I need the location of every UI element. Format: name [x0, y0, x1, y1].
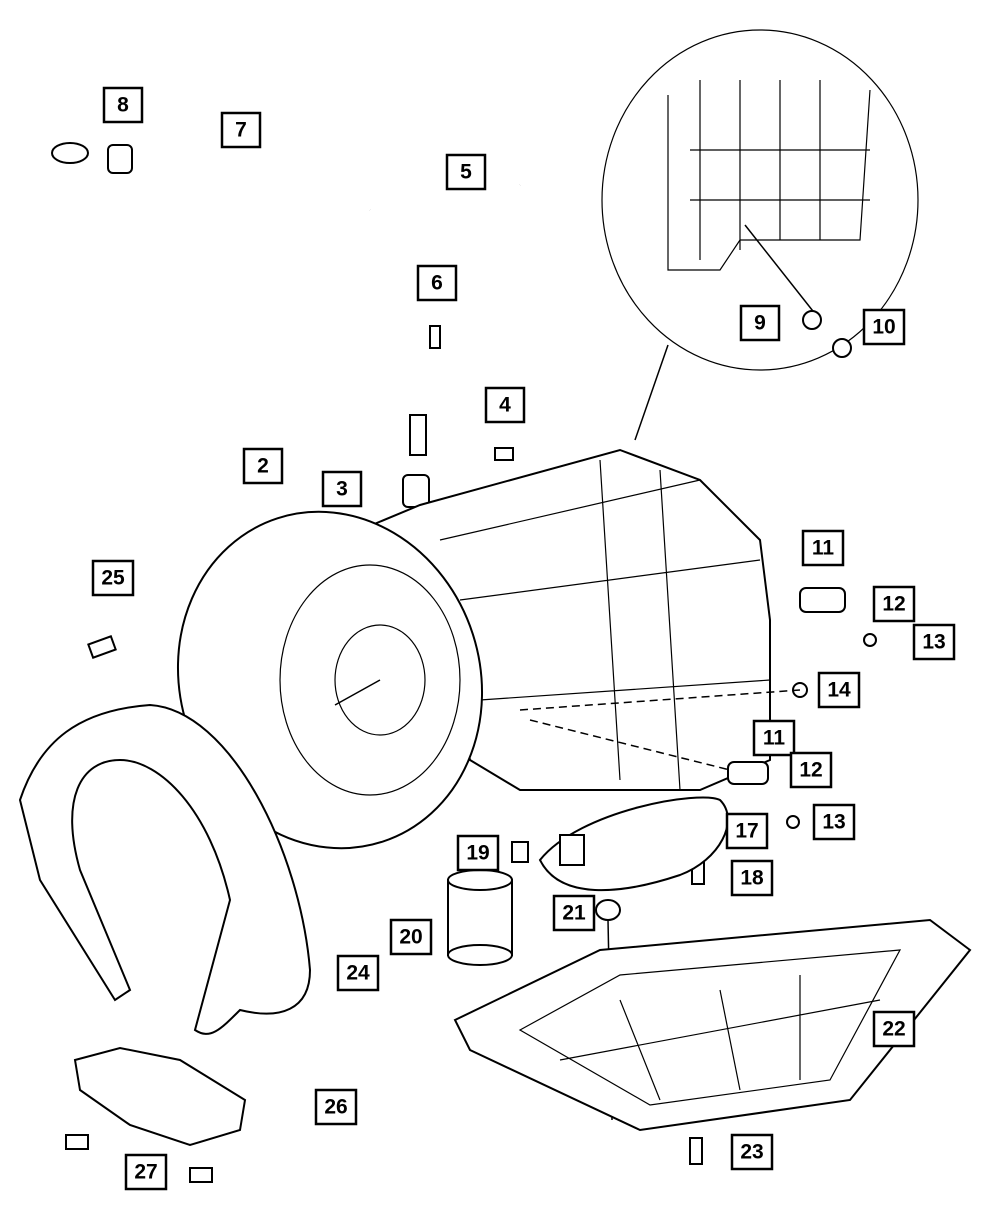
filter-gasket: [538, 796, 729, 892]
callout-5: 5: [445, 153, 487, 191]
callout-17: 17: [725, 812, 769, 850]
svg-text:6: 6: [431, 272, 443, 295]
callout-10: 10: [862, 308, 906, 346]
vent-hose: [369, 184, 521, 237]
dust-cover: [18, 703, 312, 1035]
svg-text:7: 7: [235, 119, 247, 142]
svg-text:21: 21: [562, 902, 586, 925]
svg-text:10: 10: [872, 316, 895, 339]
svg-text:9: 9: [754, 312, 766, 335]
dipstick-assembly: [51, 141, 427, 456]
svg-text:25: 25: [101, 567, 125, 590]
callout-24: 24: [336, 954, 380, 992]
speed-sensor-lower: [727, 761, 769, 785]
callout-14: 14: [817, 671, 861, 709]
svg-text:24: 24: [346, 962, 370, 985]
svg-text:13: 13: [822, 811, 845, 834]
callout-18: 18: [730, 859, 774, 897]
callout-21: 21: [552, 894, 596, 932]
callout-23: 23: [730, 1133, 774, 1171]
callout-11-lower: 11: [752, 719, 796, 757]
callout-11-upper: 11: [801, 529, 845, 567]
svg-text:26: 26: [324, 1096, 347, 1119]
callout-12-upper: 12: [872, 585, 916, 623]
callout-25: 25: [91, 559, 135, 597]
callout-22: 22: [872, 1010, 916, 1048]
svg-text:13: 13: [922, 631, 945, 654]
callout-19: 19: [456, 834, 500, 872]
svg-text:27: 27: [134, 1161, 157, 1184]
svg-text:8: 8: [117, 94, 129, 117]
svg-text:23: 23: [740, 1141, 763, 1164]
oil-filter: [447, 869, 513, 966]
drain-plug: [595, 899, 621, 921]
transmission-case: [176, 448, 771, 850]
svg-text:2: 2: [257, 455, 269, 478]
svg-text:22: 22: [882, 1018, 905, 1041]
svg-text:4: 4: [499, 394, 511, 417]
callout-4: 4: [484, 386, 526, 424]
svg-text:19: 19: [466, 842, 489, 865]
svg-text:20: 20: [399, 926, 422, 949]
svg-text:11: 11: [763, 727, 786, 750]
callout-2: 2: [242, 447, 284, 485]
callout-8: 8: [102, 86, 144, 124]
callout-13-upper: 13: [912, 623, 956, 661]
svg-text:12: 12: [882, 593, 905, 616]
callout-20: 20: [389, 918, 433, 956]
callout-9: 9: [739, 304, 781, 342]
svg-text:17: 17: [735, 820, 758, 843]
callout-3: 3: [321, 470, 363, 508]
svg-text:5: 5: [460, 161, 472, 184]
svg-text:3: 3: [336, 478, 348, 501]
detail-inset: [601, 29, 919, 441]
callout-7: 7: [220, 111, 262, 149]
callout-13-lower: 13: [812, 803, 856, 841]
speed-sensor-upper: [799, 587, 846, 613]
svg-text:12: 12: [799, 759, 822, 782]
svg-text:18: 18: [740, 867, 764, 890]
converter-cover: [73, 1046, 247, 1147]
callout-12-lower: 12: [789, 751, 833, 789]
svg-text:14: 14: [827, 679, 851, 702]
callout-27: 27: [124, 1153, 168, 1191]
callout-6: 6: [416, 264, 458, 302]
callout-26: 26: [314, 1088, 358, 1126]
svg-text:11: 11: [812, 537, 835, 560]
